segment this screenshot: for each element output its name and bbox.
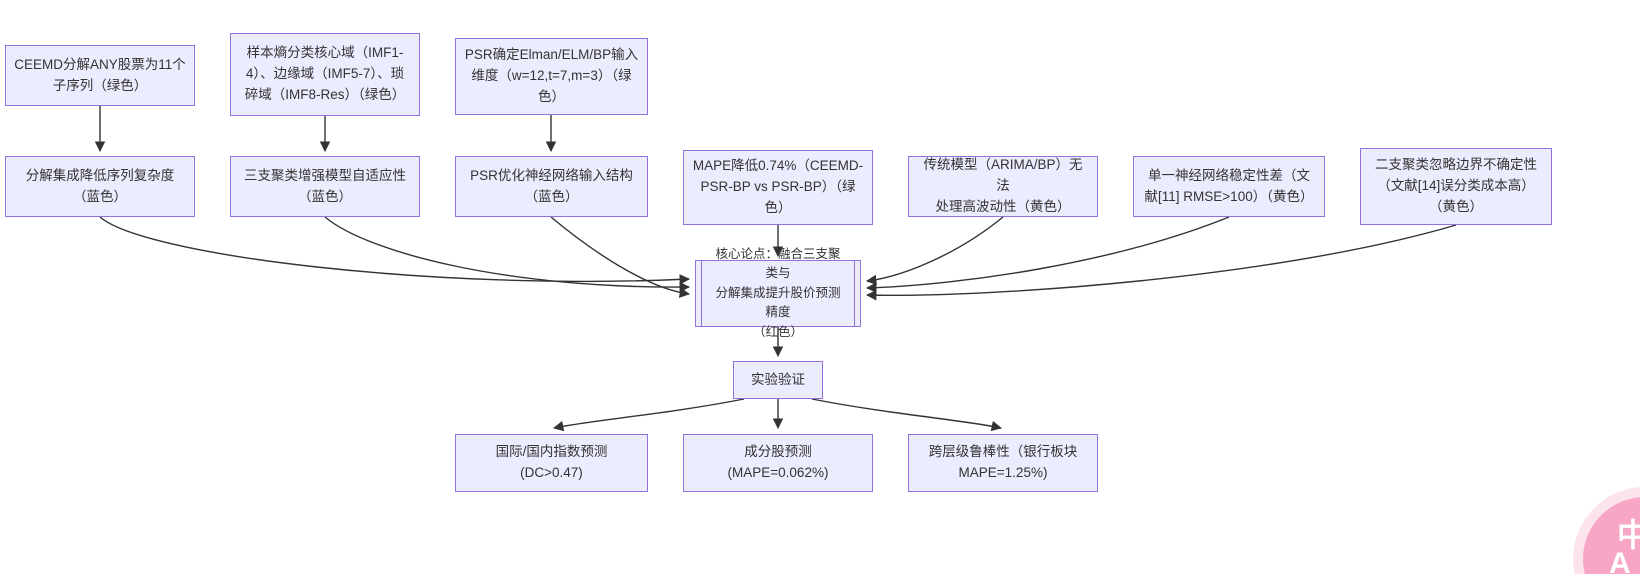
node-entropy: 样本熵分类核心域（IMF1- 4）、边缘域（IMF5-7）、琐 碎域（IMF8-… bbox=[230, 33, 420, 116]
node-robustness: 跨层级鲁棒性（银行板块 MAPE=1.25%) bbox=[908, 434, 1098, 492]
node-ceemd: CEEMD分解ANY股票为11个 子序列（绿色） bbox=[5, 45, 195, 106]
translate-en-glyph: A bbox=[1609, 547, 1631, 574]
translate-zh-glyph: 中 bbox=[1617, 517, 1640, 553]
edge-singlenn-core bbox=[865, 216, 1230, 293]
edge-experiment-indexpred bbox=[552, 398, 745, 432]
node-experiment: 实验验证 bbox=[733, 361, 823, 399]
node-traditional: 传统模型（ARIMA/BP）无法 处理高波动性（黄色） bbox=[908, 156, 1098, 217]
node-mape: MAPE降低0.74%（CEEMD- PSR-BP vs PSR-BP）（绿 色… bbox=[683, 150, 873, 225]
node-psr-input: PSR确定Elman/ELM/BP输入 维度（w=12,t=7,m=3）（绿 色… bbox=[455, 38, 648, 115]
edge-psropt-core bbox=[550, 216, 691, 298]
node-stock-pred: 成分股预测 (MAPE=0.062%) bbox=[683, 434, 873, 492]
node-two-way: 二支聚类忽略边界不确定性 （文献[14]误分类成本高） （黄色） bbox=[1360, 148, 1552, 225]
edge-threeway-core bbox=[324, 216, 691, 293]
node-decomp: 分解集成降低序列复杂度 （蓝色） bbox=[5, 156, 195, 217]
node-core-thesis: 核心论点：融合三支聚类与 分解集成提升股价预测精度 （红色） bbox=[695, 247, 861, 339]
node-single-nn: 单一神经网络稳定性差（文 献[11] RMSE>100）（黄色） bbox=[1133, 156, 1325, 217]
node-psr-opt: PSR优化神经网络输入结构 （蓝色） bbox=[455, 156, 648, 217]
edge-twoway-core bbox=[865, 224, 1457, 301]
edge-decomp-core bbox=[99, 216, 691, 285]
translate-fab-button[interactable]: 中 A bbox=[1583, 497, 1640, 574]
edge-experiment-robustness bbox=[811, 398, 1003, 432]
node-three-way: 三支聚类增强模型自适应性 （蓝色） bbox=[230, 156, 420, 217]
edge-traditional-core bbox=[865, 216, 1004, 286]
node-index-pred: 国际/国内指数预测 (DC>0.47) bbox=[455, 434, 648, 492]
